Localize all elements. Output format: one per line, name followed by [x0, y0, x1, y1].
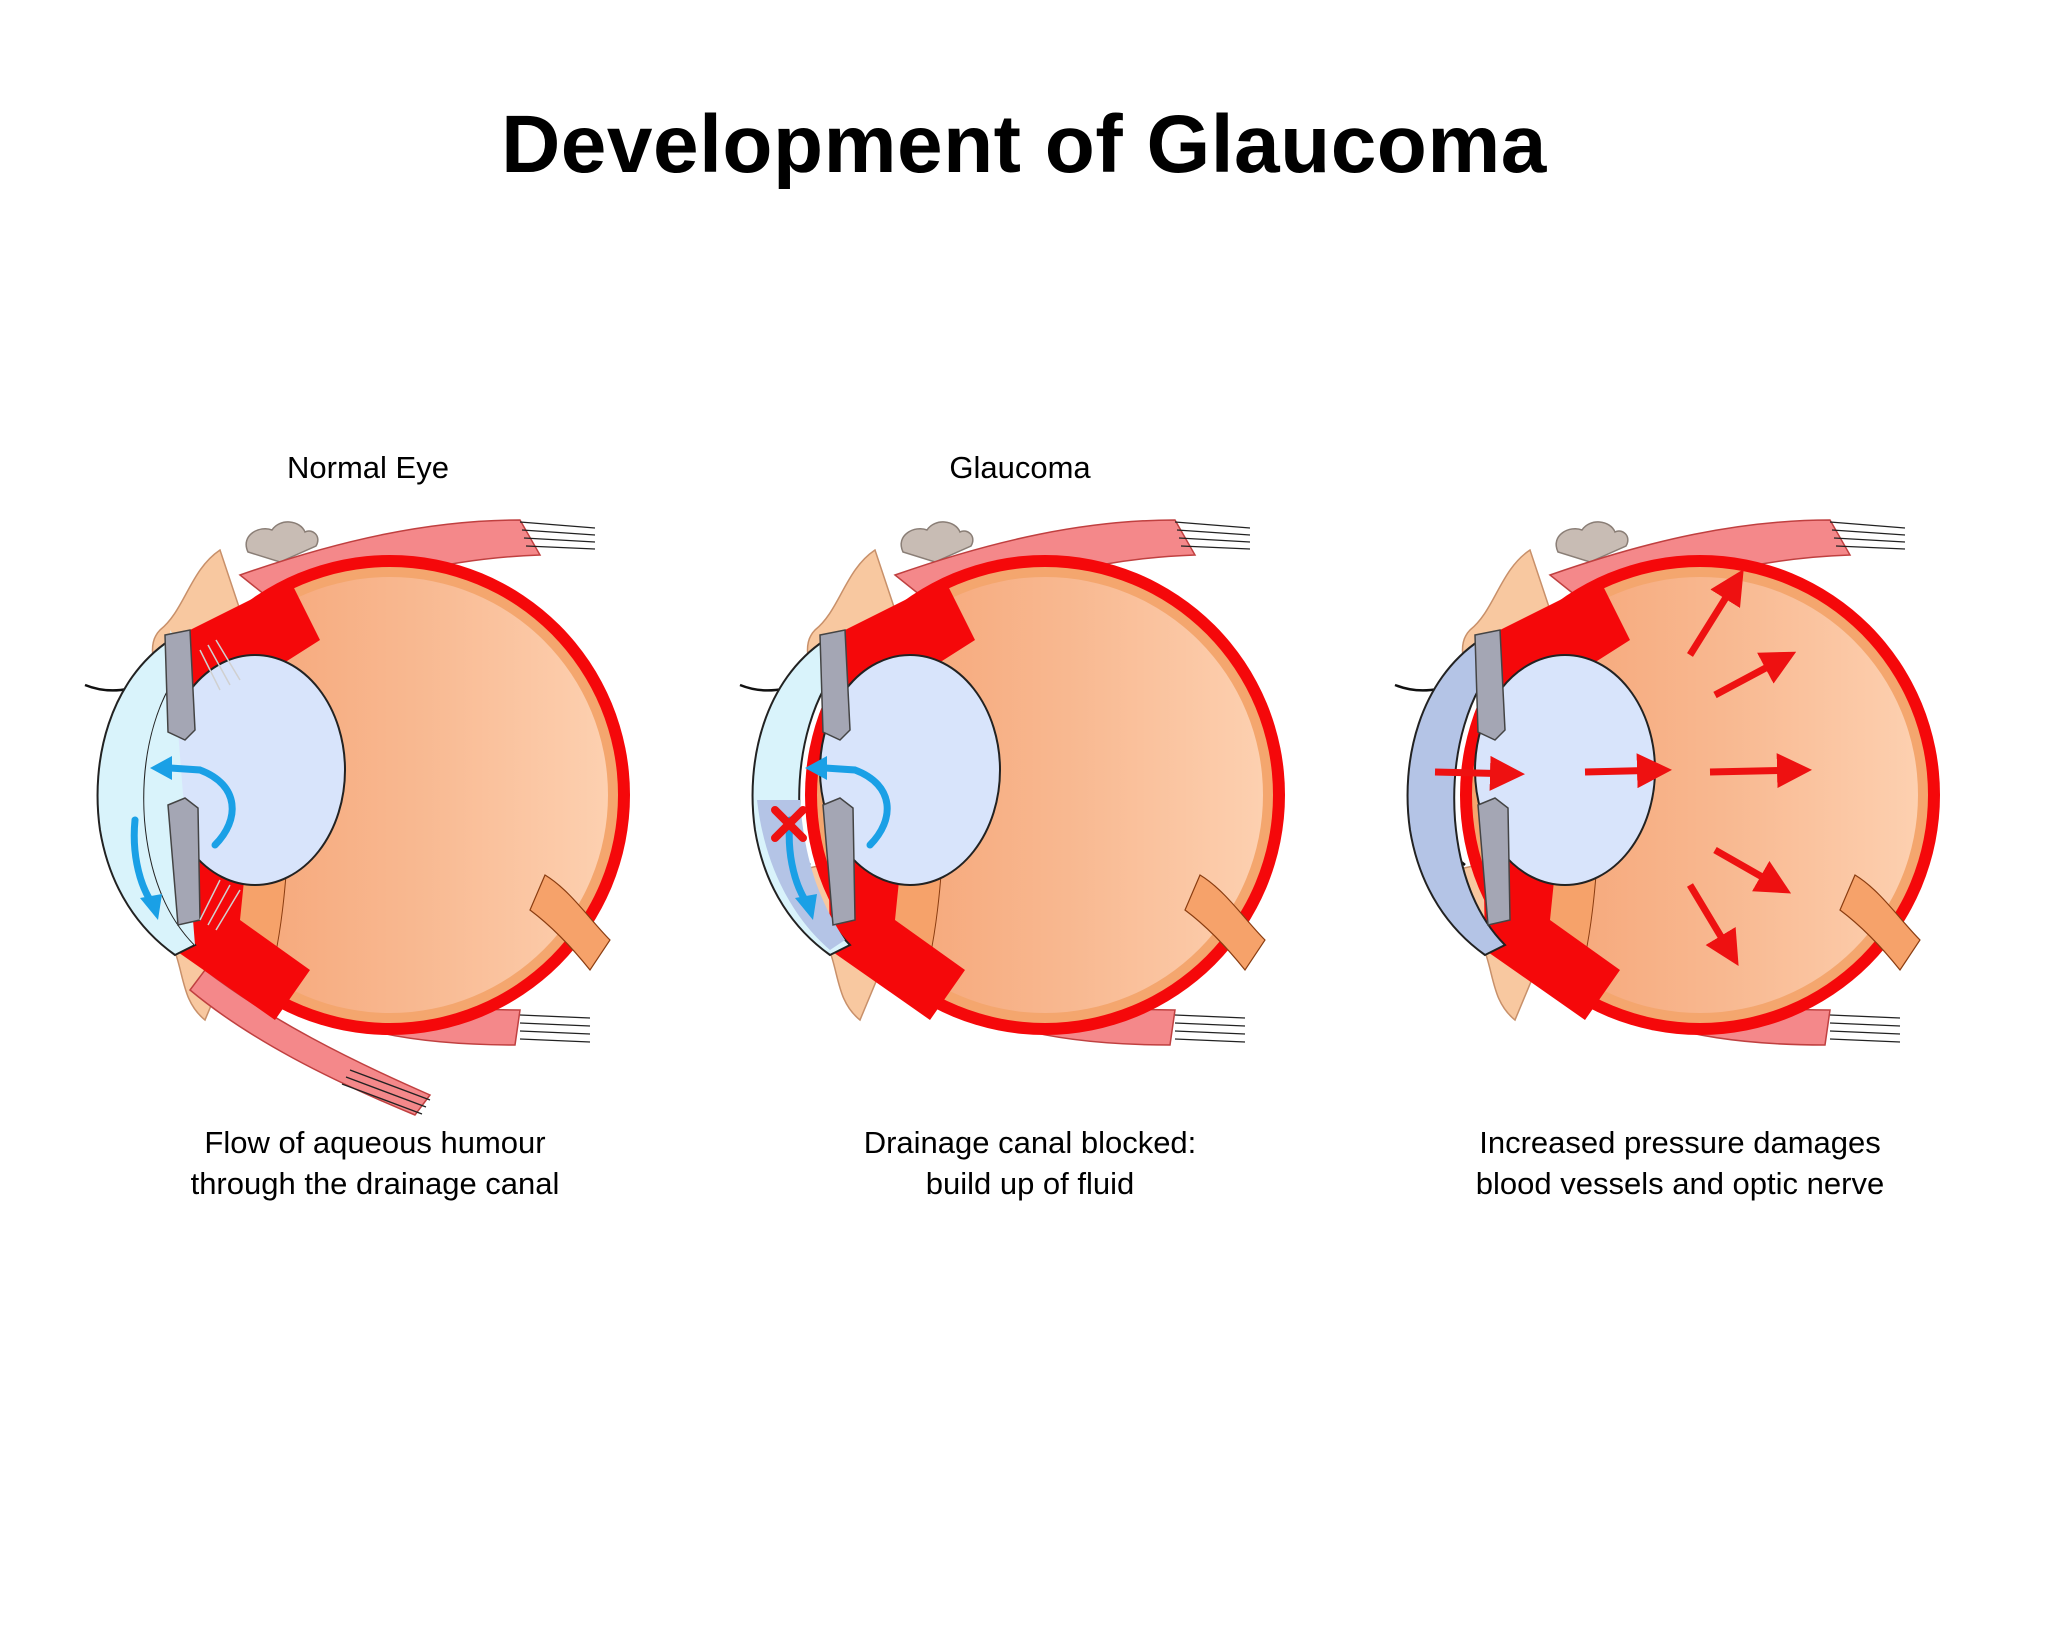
eye-cross-section-normal — [84, 519, 630, 1116]
flow-arrow-curve — [166, 764, 236, 849]
caption-line: build up of fluid — [925, 1166, 1135, 1201]
flow-arrow-head — [805, 756, 827, 780]
iris-upper — [819, 629, 851, 741]
caption-line: through the drainage canal — [190, 1166, 560, 1201]
caption-glaucoma: Drainage canal blocked: build up of flui… — [750, 1122, 1310, 1204]
pressure-arrow-upper-2 — [1713, 651, 1797, 699]
pressure-arrow-lens — [1584, 753, 1672, 789]
flow-arrow-down-head — [795, 894, 817, 920]
iris-lower — [1477, 797, 1511, 926]
fat-pad-upper — [900, 521, 974, 563]
flow-arrow-curve — [821, 764, 891, 849]
fat-pad-upper — [1555, 521, 1629, 563]
eye-cross-section-glaucoma — [739, 519, 1285, 1046]
eye-anatomy — [739, 519, 1285, 1046]
fat-pad-upper — [245, 521, 319, 563]
iris-lower — [822, 797, 856, 926]
pressure-arrow-center — [1709, 753, 1812, 789]
flow-arrow-down — [130, 816, 154, 904]
diagram-title: Development of Glaucoma — [501, 99, 1547, 190]
caption-line: blood vessels and optic nerve — [1475, 1166, 1885, 1201]
cornea — [1406, 638, 1507, 957]
pressure-arrow-lower-1 — [1713, 846, 1792, 894]
ciliary-fibres — [199, 639, 241, 931]
pressure-arrow-front — [1434, 755, 1525, 791]
panel-heading-normal-eye: Normal Eye — [287, 450, 449, 485]
optic-nerve — [529, 874, 611, 972]
eye-anatomy — [1394, 519, 1940, 1046]
caption-line: Flow of aqueous humour — [204, 1125, 546, 1160]
caption-line: Drainage canal blocked: — [863, 1125, 1197, 1160]
iris-upper — [164, 629, 196, 741]
aqueous-flow-arrows — [130, 756, 236, 920]
pressure-arrow-lower-2 — [1686, 883, 1739, 967]
panel-heading-glaucoma: Glaucoma — [949, 450, 1091, 485]
pressure-arrow-upper-1 — [1687, 569, 1744, 657]
caption-normal-eye: Flow of aqueous humour through the drain… — [95, 1122, 655, 1204]
eye-cross-section-pressure — [1394, 519, 1940, 1046]
optic-nerve — [1184, 874, 1266, 972]
optic-nerve — [1839, 874, 1921, 972]
pressure-arrows — [1434, 569, 1812, 967]
caption-line: Increased pressure damages — [1479, 1125, 1881, 1160]
eye-anatomy — [84, 519, 630, 1116]
iris-lower — [167, 797, 201, 926]
flow-arrow-head — [150, 756, 172, 780]
blocked-x-icon — [771, 806, 807, 842]
caption-pressure: Increased pressure damages blood vessels… — [1400, 1122, 1960, 1204]
flow-arrow-down-head — [140, 894, 162, 920]
iris-upper — [1474, 629, 1506, 741]
